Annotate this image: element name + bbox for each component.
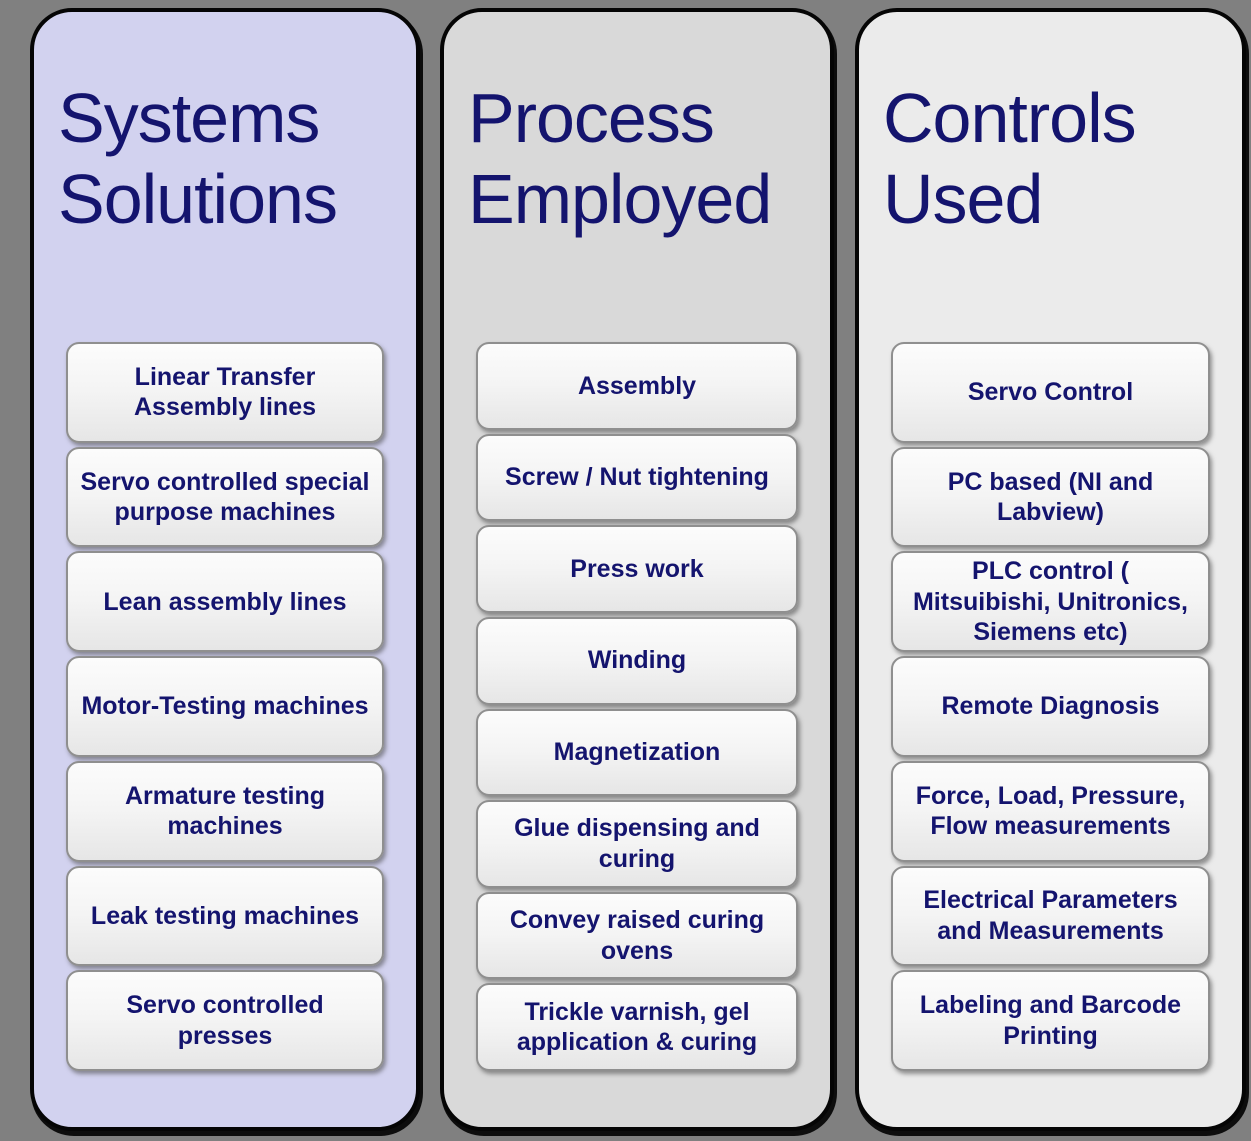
panel-title: Controls Used xyxy=(883,79,1137,238)
item-box: Trickle varnish, gel application & curin… xyxy=(476,983,798,1071)
item-label: Motor-Testing machines xyxy=(81,692,369,721)
item-box: Servo Control xyxy=(891,342,1210,443)
item-list: Servo Control PC based (NI and Labview) PL… xyxy=(891,342,1210,1072)
item-box: Linear Transfer Assembly lines xyxy=(66,342,384,443)
panel-title: Systems Solutions xyxy=(58,79,338,238)
item-label: Glue dispensing and curing xyxy=(514,814,760,873)
item-label: PC based (NI and Labview) xyxy=(947,467,1154,527)
item-label: Linear Transfer Assembly lines xyxy=(133,362,317,422)
item-label: Electrical Parameters and Measurements xyxy=(923,886,1178,945)
item-box: Servo controlled presses xyxy=(66,970,384,1072)
item-box: Screw / Nut tightening xyxy=(476,433,798,522)
item-label: PLC control ( Mitsuibishi, Unitronics, S… xyxy=(912,557,1188,647)
item-label: Servo Control xyxy=(967,378,1134,407)
item-box: Remote Diagnosis xyxy=(891,656,1210,757)
item-box: Convey raised curing ovens xyxy=(476,891,798,980)
item-label: Servo controlled special purpose machine… xyxy=(80,467,370,527)
item-label: Magnetization xyxy=(553,738,721,767)
panel-title: Process Employed xyxy=(468,79,772,238)
item-label: Leak testing machines xyxy=(90,901,360,930)
item-label: Servo controlled presses xyxy=(126,991,324,1050)
panel-controls-used: Controls Used Servo Control PC based (NI … xyxy=(855,8,1246,1131)
panel-title-area: Controls Used xyxy=(859,12,1242,342)
item-box: Winding xyxy=(476,616,798,705)
item-label: Screw / Nut tightening xyxy=(505,463,769,492)
item-label: Assembly xyxy=(577,371,697,400)
item-label: Remote Diagnosis xyxy=(941,692,1160,721)
item-box: Armature testing machines xyxy=(66,760,384,862)
item-box: Servo controlled special purpose machine… xyxy=(66,446,384,548)
item-box: Lean assembly lines xyxy=(66,551,384,653)
item-box: PC based (NI and Labview) xyxy=(891,446,1210,548)
item-label: Convey raised curing ovens xyxy=(509,906,765,965)
item-label: Armature testing machines xyxy=(124,781,326,841)
item-box: Magnetization xyxy=(476,708,798,797)
item-box: Press work xyxy=(476,525,798,613)
item-label: Trickle varnish, gel application & curin… xyxy=(516,997,758,1057)
item-label: Press work xyxy=(570,554,704,583)
item-box: Assembly xyxy=(476,342,798,430)
item-box: Force, Load, Pressure, Flow measurements xyxy=(891,760,1210,862)
item-box: Leak testing machines xyxy=(66,865,384,967)
item-box: Glue dispensing and curing xyxy=(476,800,798,888)
item-label: Labeling and Barcode Printing xyxy=(919,991,1182,1050)
item-box: Electrical Parameters and Measurements xyxy=(891,865,1210,967)
item-box: PLC control ( Mitsuibishi, Unitronics, S… xyxy=(891,551,1210,653)
item-box: Motor-Testing machines xyxy=(66,656,384,757)
item-label: Winding xyxy=(587,646,687,675)
panel-title-area: Systems Solutions xyxy=(34,12,416,342)
item-label: Lean assembly lines xyxy=(103,587,347,616)
item-label: Force, Load, Pressure, Flow measurements xyxy=(915,781,1186,841)
panel-title-area: Process Employed xyxy=(444,12,830,342)
panel-systems-solutions: Systems Solutions Linear Transfer Assemb… xyxy=(30,8,420,1131)
item-box: Labeling and Barcode Printing xyxy=(891,970,1210,1072)
